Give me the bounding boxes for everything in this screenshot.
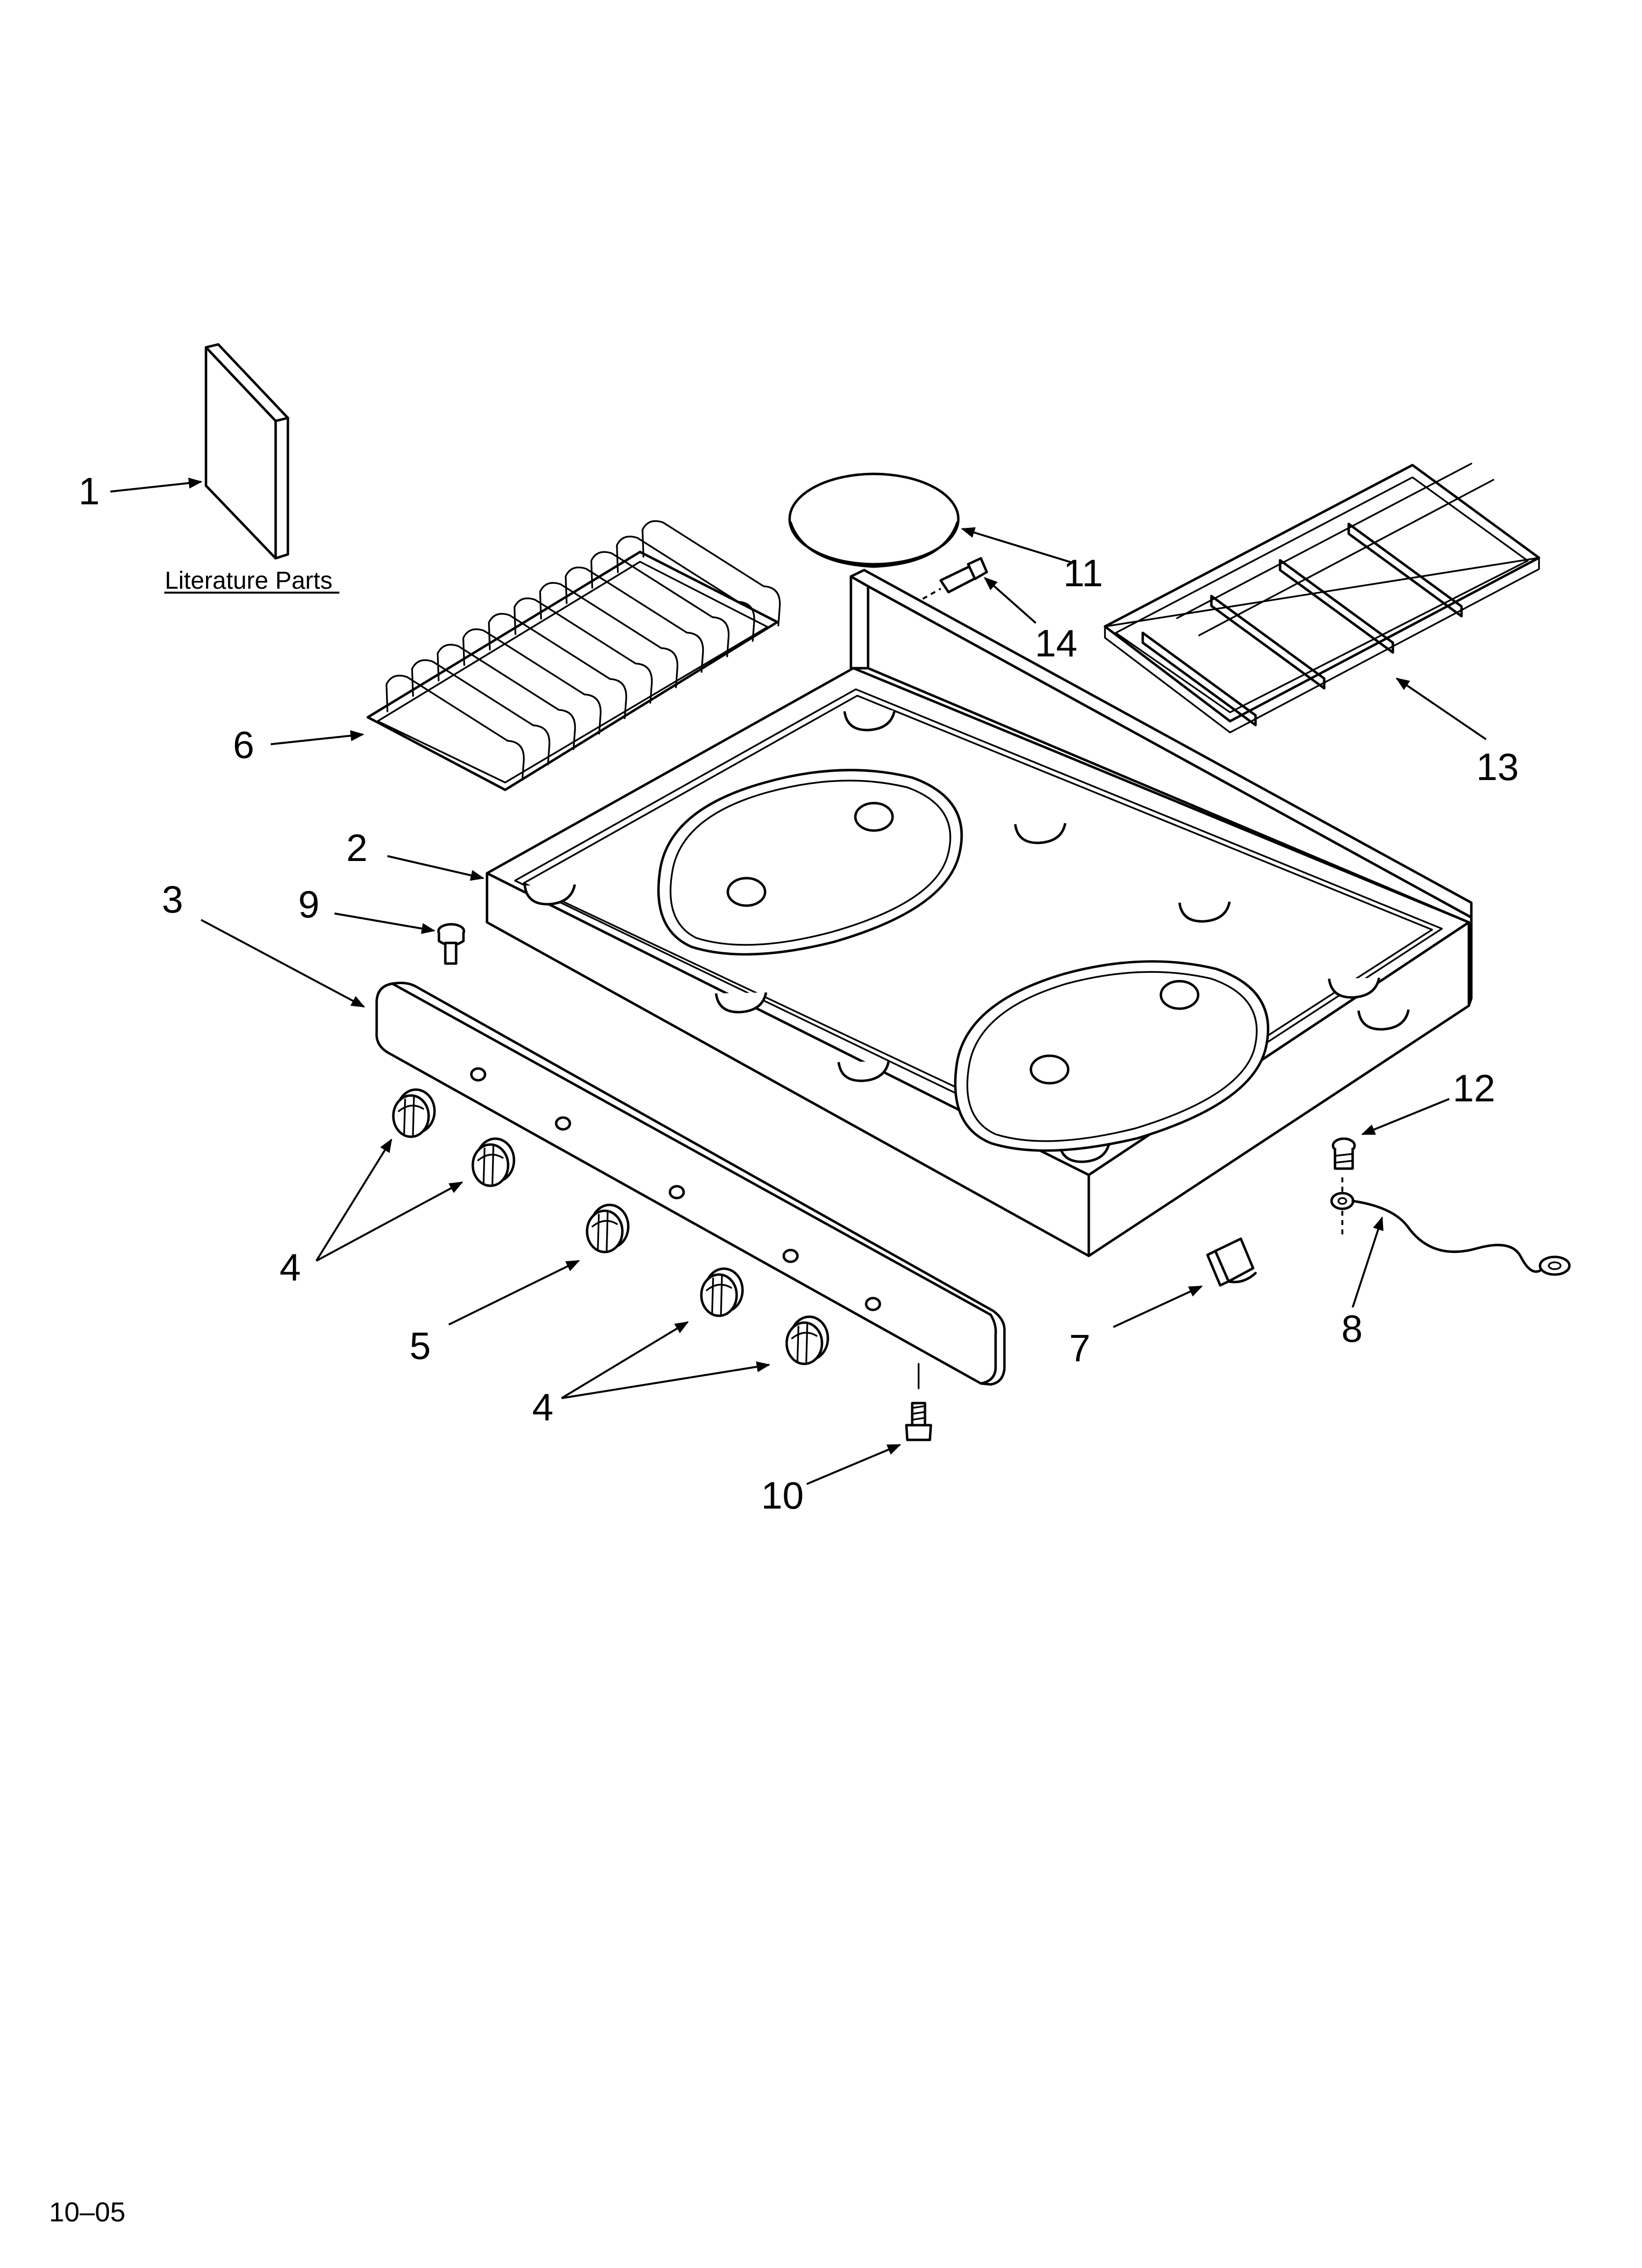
- grate-rod: [590, 551, 730, 657]
- callout-13: 13: [1476, 745, 1519, 788]
- callout-10: 10: [761, 1474, 804, 1517]
- callout-4-lower: 4: [532, 1385, 553, 1429]
- cooktop-scallop: [1328, 977, 1381, 999]
- screw-14: [914, 557, 988, 604]
- plug-9: [437, 923, 465, 965]
- grate-rail: [1176, 463, 1494, 636]
- bracket-7: [1206, 1237, 1257, 1287]
- grate-bar: [1347, 522, 1463, 618]
- callout-3: 3: [162, 878, 183, 921]
- literature-parts-label: Literature Parts: [165, 567, 333, 594]
- cooktop-scallop: [843, 710, 896, 731]
- callout-2: 2: [346, 826, 367, 869]
- screw-12: [1332, 1137, 1356, 1170]
- cooktop-scallop: [523, 884, 576, 906]
- control-panel-trim: [375, 982, 1006, 1386]
- grate-rod: [513, 597, 653, 704]
- knob-4: [471, 1137, 515, 1187]
- grate-rod: [385, 675, 525, 781]
- footer-code: 10–05: [49, 2196, 126, 2227]
- knob-4: [392, 1088, 436, 1138]
- right-burner-grate: [1103, 463, 1540, 733]
- callout-6: 6: [233, 723, 254, 766]
- callout-11: 11: [1063, 551, 1103, 595]
- callout-8: 8: [1341, 1307, 1362, 1350]
- cooktop-scallop: [1014, 823, 1067, 844]
- grate-rod: [411, 659, 550, 766]
- grate-rod: [436, 644, 576, 750]
- callout-14: 14: [1035, 622, 1078, 665]
- grate-bar: [1279, 559, 1394, 654]
- grate-rod: [462, 628, 602, 735]
- callout-5: 5: [410, 1324, 431, 1367]
- callout-12: 12: [1453, 1067, 1495, 1110]
- callout-9: 9: [298, 883, 319, 926]
- callout-4-upper: 4: [280, 1246, 301, 1289]
- literature-booklet: [205, 343, 289, 560]
- knob-4: [700, 1267, 744, 1317]
- burner-cap: [788, 472, 960, 568]
- knob-4: [785, 1315, 829, 1365]
- grate-bar: [1210, 595, 1326, 690]
- callout-7: 7: [1069, 1327, 1090, 1370]
- cooktop-scallop: [715, 992, 768, 1014]
- burner-pan-rear: [657, 769, 963, 956]
- grate-rod: [488, 613, 627, 719]
- cooktop-scallop: [1178, 901, 1231, 923]
- grate-bar: [1141, 631, 1257, 727]
- cooktop-scallop: [837, 1061, 890, 1082]
- callout-1: 1: [78, 469, 100, 513]
- burner-pan-front: [954, 960, 1270, 1152]
- left-burner-grate: [366, 520, 781, 791]
- ground-wire-8: [1330, 1177, 1571, 1276]
- grate-rod: [539, 582, 678, 688]
- grate-rod: [564, 566, 704, 673]
- callout-labels: 1 2 3 4 4 5 6 7 8 9 10 11 12 13 14 Liter…: [49, 469, 1519, 2227]
- cooktop: [486, 569, 1473, 1257]
- grate-rod: [641, 520, 781, 626]
- cooktop-scallop: [1357, 1009, 1410, 1031]
- knob-5: [586, 1203, 630, 1253]
- screw-10: [905, 1363, 932, 1441]
- leader-lines: [110, 477, 1487, 1485]
- grate-rod: [616, 535, 755, 642]
